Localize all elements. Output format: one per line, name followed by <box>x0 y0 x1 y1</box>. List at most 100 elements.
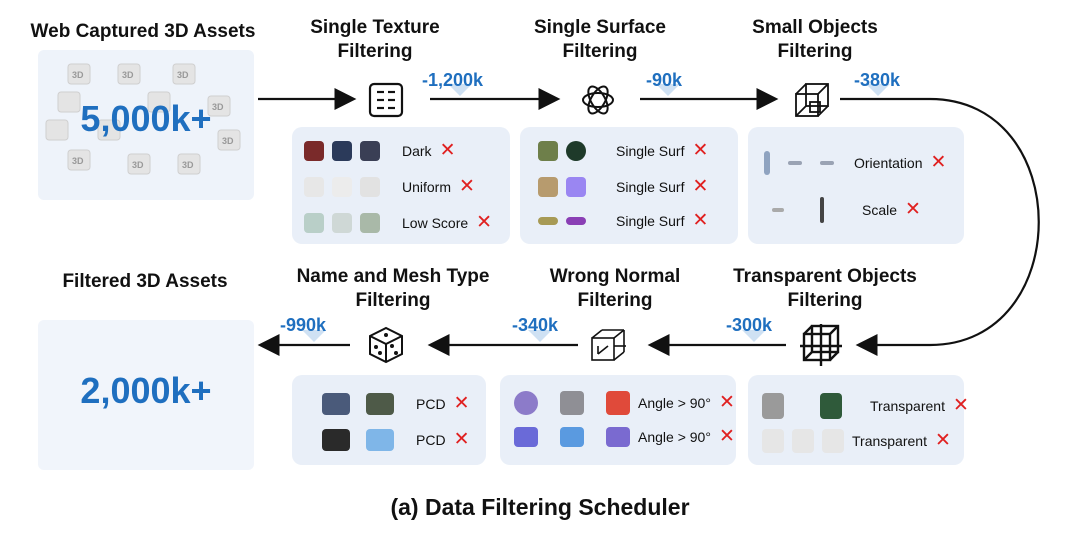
result-box: 2,000k+ <box>38 320 254 470</box>
reject-icon: ✕ <box>453 393 470 414</box>
small-sample-thumb <box>788 161 802 165</box>
source-title: Web Captured 3D Assets <box>30 21 256 42</box>
transparent-sample-thumb <box>762 393 784 419</box>
normal-sample-thumb <box>560 391 584 415</box>
transparent-title-line2: Filtering <box>787 290 863 311</box>
single-surface-title-line1: Single Surface <box>534 17 666 38</box>
source-count: 5,000k+ <box>80 98 212 139</box>
small-objects-title: Small Objects Filtering <box>725 16 905 64</box>
dark-sample-thumb <box>360 141 380 161</box>
small-objects-panel: Orientation ✕ Scale ✕ <box>748 127 964 244</box>
reject-label: PCD <box>416 432 446 448</box>
svg-text:3D: 3D <box>212 102 224 112</box>
svg-text:3D: 3D <box>177 70 189 80</box>
transparent-removed: -300k <box>726 315 773 335</box>
single-texture-title-line1: Single Texture <box>310 17 440 38</box>
low-score-sample-thumb <box>304 213 324 233</box>
small-sample-thumb <box>772 208 784 212</box>
pcd-sample-thumb <box>366 393 394 415</box>
name-mesh-title-line1: Name and Mesh Type <box>296 266 490 287</box>
wrong-normal-title: Wrong Normal Filtering <box>520 265 710 313</box>
normal-sample-thumb <box>606 391 630 415</box>
wireframe-cube-icon <box>792 80 832 120</box>
uniform-sample-thumb <box>304 177 324 197</box>
wrong-normal-removed: -340k <box>512 315 559 335</box>
pcd-sample-thumb <box>366 429 394 451</box>
surface-sample-thumb <box>538 217 558 225</box>
reject-icon: ✕ <box>692 210 709 231</box>
reject-label: Uniform <box>402 179 452 195</box>
reject-label: Dark <box>402 143 432 159</box>
svg-text:3D: 3D <box>122 70 134 80</box>
transparent-sample-thumb <box>762 429 784 453</box>
reject-label: Transparent <box>852 433 927 449</box>
surface-sample-thumb <box>566 177 586 197</box>
removed-chevron <box>302 330 326 342</box>
dark-sample-thumb <box>332 141 352 161</box>
low-score-sample-thumb <box>360 213 380 233</box>
removed-chevron <box>656 84 680 96</box>
single-texture-title: Single Texture Filtering <box>290 16 460 64</box>
normal-sample-thumb <box>514 391 538 415</box>
transparent-sample-thumb <box>820 393 842 419</box>
reject-label: Scale <box>862 202 898 218</box>
figure-caption: (a) Data Filtering Scheduler <box>390 494 690 520</box>
surface-sample-thumb <box>566 141 586 161</box>
removed-chevron <box>448 84 472 96</box>
removed-chevron <box>742 330 766 342</box>
wrong-normal-title-line2: Filtering <box>577 290 653 311</box>
reject-label: Orientation <box>854 155 923 171</box>
reject-icon: ✕ <box>905 199 921 220</box>
reject-label: Single Surf <box>616 179 685 195</box>
single-texture-removed: -1,200k <box>422 70 484 90</box>
svg-text:3D: 3D <box>222 136 234 146</box>
reject-label: Transparent <box>870 398 945 414</box>
transparent-panel: Transparent ✕ Transparent ✕ <box>748 375 969 465</box>
transparent-title-line1: Transparent Objects <box>733 266 917 287</box>
small-sample-thumb <box>820 197 824 223</box>
result-count: 2,000k+ <box>80 370 212 411</box>
single-surface-title: Single Surface Filtering <box>505 16 695 64</box>
normal-sample-thumb <box>514 427 538 447</box>
normal-axes-cube-icon <box>588 326 628 366</box>
normal-sample-thumb <box>560 427 584 447</box>
name-mesh-panel: PCD ✕ PCD ✕ <box>292 375 486 465</box>
reject-icon: ✕ <box>952 395 969 416</box>
texture-filter-icon <box>366 80 406 120</box>
arrow-curve-to-transparent <box>840 97 1040 356</box>
single-surface-title-line2: Filtering <box>562 41 638 62</box>
reject-icon: ✕ <box>439 140 456 161</box>
single-texture-panel: Dark ✕ Uniform ✕ Low Score ✕ <box>292 127 510 244</box>
reject-icon: ✕ <box>718 426 735 447</box>
openai-knot-icon <box>578 80 618 120</box>
reject-icon: ✕ <box>930 152 947 173</box>
wrong-normal-title-line1: Wrong Normal <box>549 266 681 287</box>
small-sample-thumb <box>820 161 834 165</box>
name-mesh-removed: -990k <box>280 315 327 335</box>
small-objects-title-line2: Filtering <box>777 41 853 62</box>
svg-text:3D: 3D <box>72 156 84 166</box>
reject-icon: ✕ <box>453 429 470 450</box>
dice-icon <box>364 322 408 366</box>
transparent-cube-icon <box>798 322 844 368</box>
reject-icon: ✕ <box>476 212 493 233</box>
svg-text:3D: 3D <box>72 70 84 80</box>
name-mesh-title: Name and Mesh Type Filtering <box>268 265 518 313</box>
reject-label: Low Score <box>402 215 469 231</box>
transparent-sample-thumb <box>822 429 844 453</box>
surface-sample-thumb <box>538 177 558 197</box>
pcd-sample-thumb <box>322 393 350 415</box>
name-mesh-title-line2: Filtering <box>355 290 431 311</box>
wrong-normal-panel: Angle > 90° ✕ Angle > 90° ✕ <box>500 375 736 465</box>
reject-icon: ✕ <box>692 176 709 197</box>
small-sample-thumb <box>764 151 770 175</box>
transparent-sample-thumb <box>792 429 814 453</box>
removed-chevron <box>528 330 552 342</box>
surface-sample-thumb <box>566 217 586 225</box>
reject-label: Angle > 90° <box>638 429 711 445</box>
reject-icon: ✕ <box>459 176 475 197</box>
reject-icon: ✕ <box>718 392 735 413</box>
